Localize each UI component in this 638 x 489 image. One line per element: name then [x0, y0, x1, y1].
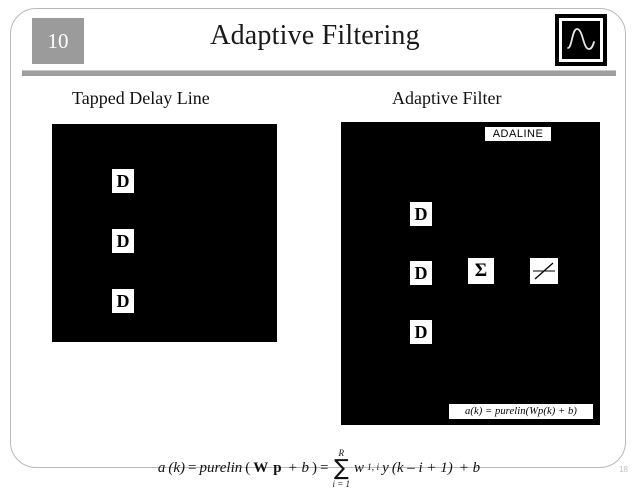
eq-a: a — [157, 459, 166, 476]
sum-sigma-sign: ∑ — [333, 456, 349, 481]
summation-operator: R ∑ i = 1 — [332, 449, 350, 489]
sum-upper-limit: R — [338, 448, 344, 458]
adaptive-filter-caption: Adaptive Filter — [392, 88, 502, 108]
sine-wave-logo-icon — [555, 14, 607, 66]
eq-purelin: purelin — [199, 459, 243, 476]
page-title: Adaptive Filtering — [210, 20, 420, 51]
slide-number-badge: 10 — [32, 18, 84, 64]
eq-tail-bias: + b — [458, 459, 481, 476]
sum-lower-limit: i = 1 — [332, 479, 351, 489]
tapped-delay-line-diagram: D D D — [52, 124, 277, 342]
eq-equals-1: = — [188, 459, 197, 476]
eq-a-arg: (k) — [168, 459, 185, 476]
footer-page-number: 18 — [619, 465, 628, 474]
eq-weight-subscript: 1, i — [367, 463, 380, 473]
eq-input-vector: p — [273, 459, 282, 476]
adaline-label: ADALINE — [484, 126, 552, 142]
adaline-output-equation-label: a(k) = purelin(Wp(k) + b) — [448, 403, 594, 420]
adaptive-filter-diagram: ADALINE D D D Σ a(k) = purelin(Wp(k) + b… — [341, 122, 600, 425]
af-delay-block-3: D — [410, 320, 432, 344]
af-delay-block-2: D — [410, 261, 432, 285]
eq-open-paren: ( — [245, 459, 251, 476]
eq-close-paren: ) — [311, 459, 317, 476]
eq-equals-2: = — [319, 459, 329, 476]
eq-weight-matrix: W — [253, 459, 269, 476]
logo-inner-frame — [559, 18, 603, 62]
eq-weight-w: w — [354, 459, 365, 476]
delay-block-1: D — [112, 169, 134, 193]
eq-plus-bias: + b — [287, 459, 309, 476]
eq-output-y: y — [382, 459, 389, 476]
slide-header: 10 Adaptive Filtering — [0, 0, 638, 78]
tapped-delay-line-caption: Tapped Delay Line — [72, 88, 210, 108]
eq-output-y-arg: (k – i + 1) — [391, 459, 453, 476]
purelin-linear-transfer-icon — [530, 258, 558, 284]
delay-block-2: D — [112, 229, 134, 253]
purelin-glyph-icon — [533, 262, 555, 280]
af-delay-block-1: D — [410, 202, 432, 226]
header-divider-rule — [22, 70, 616, 76]
delay-block-3: D — [112, 289, 134, 313]
slide-frame-border — [10, 8, 626, 468]
sine-wave-curve-icon — [567, 28, 595, 50]
summation-node: Σ — [468, 258, 494, 284]
